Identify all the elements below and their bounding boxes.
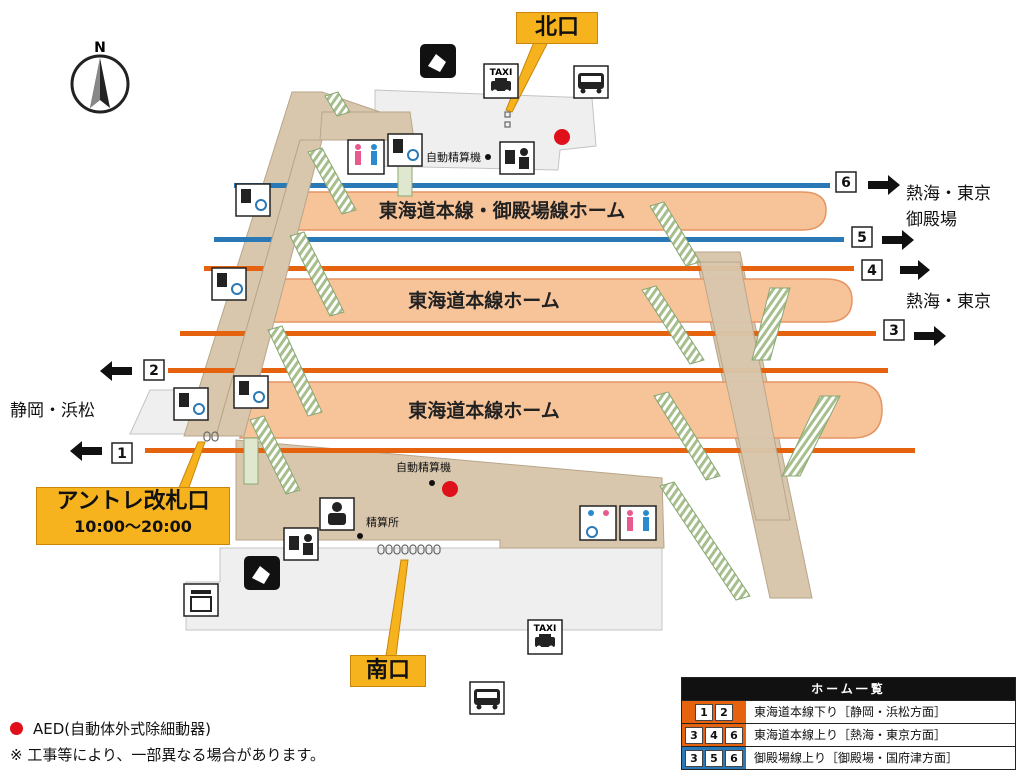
svg-text:6: 6 xyxy=(841,175,851,191)
platform-list-row: 3 5 6 御殿場線上り［御殿場・国府津方面］ xyxy=(682,746,1015,769)
svg-text:5: 5 xyxy=(857,230,867,246)
legend: AED(自動体外式除細動器) ※ 工事等により、一部異なる場合があります。 xyxy=(10,716,325,768)
track-4 xyxy=(204,266,854,271)
track-3 xyxy=(180,331,876,336)
taxi-icon-south: TAXI xyxy=(527,619,563,655)
track-5 xyxy=(214,237,844,242)
east-bridge xyxy=(699,261,791,521)
ticket-gates xyxy=(203,111,511,555)
elevator-icon xyxy=(233,375,269,409)
tracks xyxy=(145,183,915,453)
platform-list-title: ホーム一覧 xyxy=(682,678,1015,700)
aed-marker xyxy=(554,129,570,145)
svg-text:4: 4 xyxy=(867,263,877,279)
svg-text:1: 1 xyxy=(117,446,127,462)
destination-shizuoka: 静岡・浜松 xyxy=(10,401,95,421)
staircases xyxy=(249,91,841,601)
antore-gate-name: アントレ改札口 xyxy=(56,489,210,514)
south-exit-label: 南口 xyxy=(350,655,426,687)
direction-arrows xyxy=(70,175,946,461)
track-6 xyxy=(234,183,830,188)
platform-description: 東海道本線下り［静岡・浜松方面］ xyxy=(754,705,947,719)
track-2 xyxy=(168,368,888,373)
arrow-left-icon xyxy=(100,361,132,381)
fare-machine-south-label: 自動精算機 xyxy=(396,460,451,474)
elevator-icon xyxy=(173,387,209,421)
elevator-icon xyxy=(235,183,271,217)
concourse-ramp xyxy=(215,139,323,437)
arrow-right-icon xyxy=(882,230,914,250)
track-number-3: 3 xyxy=(883,319,905,341)
restroom-icon-south xyxy=(619,505,657,541)
restroom-icon xyxy=(347,139,385,175)
elevator-shaft-south xyxy=(243,437,259,485)
legend-note: ※ 工事等により、一部異なる場合があります。 xyxy=(10,746,325,764)
platform-label-3: 東海道本線ホーム xyxy=(408,399,559,422)
svg-text:2: 2 xyxy=(149,363,159,379)
platform-numbers: 3 5 6 xyxy=(682,747,746,769)
platform-1 xyxy=(282,191,827,231)
fare-adjustment-icon xyxy=(499,141,535,175)
svg-text:N: N xyxy=(94,40,106,56)
waiting-room-icon-south xyxy=(244,556,280,590)
fare-machine-north-label: 自動精算機 xyxy=(426,150,481,164)
platform-2 xyxy=(256,278,853,323)
platform-list-row: 1 2 東海道本線下り［静岡・浜松方面］ xyxy=(682,700,1015,723)
antore-gate-label: アントレ改札口 10:00〜20:00 xyxy=(36,487,230,545)
track-number-4: 4 xyxy=(861,259,883,281)
platform-list-row: 3 4 6 東海道本線上り［熱海・東京方面］ xyxy=(682,723,1015,746)
staff-icon xyxy=(319,497,355,531)
platform-label-1: 東海道本線・御殿場線ホーム xyxy=(379,199,625,222)
bus-icon xyxy=(573,65,609,99)
destination-atami-tokyo-2: 熱海・東京 xyxy=(906,292,991,312)
compass-icon: N xyxy=(70,40,130,114)
destination-atami-tokyo-1: 熱海・東京 xyxy=(906,184,991,204)
svg-text:TAXI: TAXI xyxy=(490,68,513,78)
platform-label-2: 東海道本線ホーム xyxy=(408,289,559,312)
taxi-icon: TAXI xyxy=(483,63,519,99)
track-number-6: 6 xyxy=(835,171,857,193)
aed-marker xyxy=(442,481,458,497)
platform-numbers: 1 2 xyxy=(682,701,746,723)
accessible-restroom-icon xyxy=(579,505,617,541)
bus-icon-south xyxy=(469,681,505,715)
track-number-5: 5 xyxy=(851,226,873,248)
track-1 xyxy=(145,448,915,453)
platforms xyxy=(239,191,883,439)
platform-numbers: 3 4 6 xyxy=(682,724,746,746)
arrow-right-icon xyxy=(914,326,946,346)
elevator-shaft-north xyxy=(397,165,413,197)
ticket-machine-icon xyxy=(183,583,219,617)
elevator-icon xyxy=(211,267,247,301)
platform-description: 東海道本線上り［熱海・東京方面］ xyxy=(754,728,947,742)
antore-gate-hours: 10:00〜20:00 xyxy=(74,517,192,536)
arrow-left-icon xyxy=(70,441,102,461)
arrow-right-icon xyxy=(900,260,930,280)
svg-text:TAXI: TAXI xyxy=(534,624,557,634)
svg-text:3: 3 xyxy=(889,323,899,339)
fare-adjustment-icon-south xyxy=(283,527,319,561)
legend-aed: AED(自動体外式除細動器) xyxy=(10,716,325,742)
arrow-right-icon xyxy=(868,175,900,195)
track-number-1: 1 xyxy=(111,442,133,464)
fare-office-label: 精算所 xyxy=(366,515,399,529)
waiting-room-icon xyxy=(420,44,456,78)
aed-dot-icon xyxy=(10,722,23,735)
destination-gotemba: 御殿場 xyxy=(906,210,957,230)
north-exit-label: 北口 xyxy=(516,12,598,44)
track-number-2: 2 xyxy=(143,359,165,381)
platform-description: 御殿場線上り［御殿場・国府津方面］ xyxy=(754,751,959,765)
elevator-icon xyxy=(387,133,423,167)
platform-3 xyxy=(239,381,883,439)
platform-list: ホーム一覧 1 2 東海道本線下り［静岡・浜松方面］ 3 4 6 東海道本線上り… xyxy=(681,677,1016,770)
